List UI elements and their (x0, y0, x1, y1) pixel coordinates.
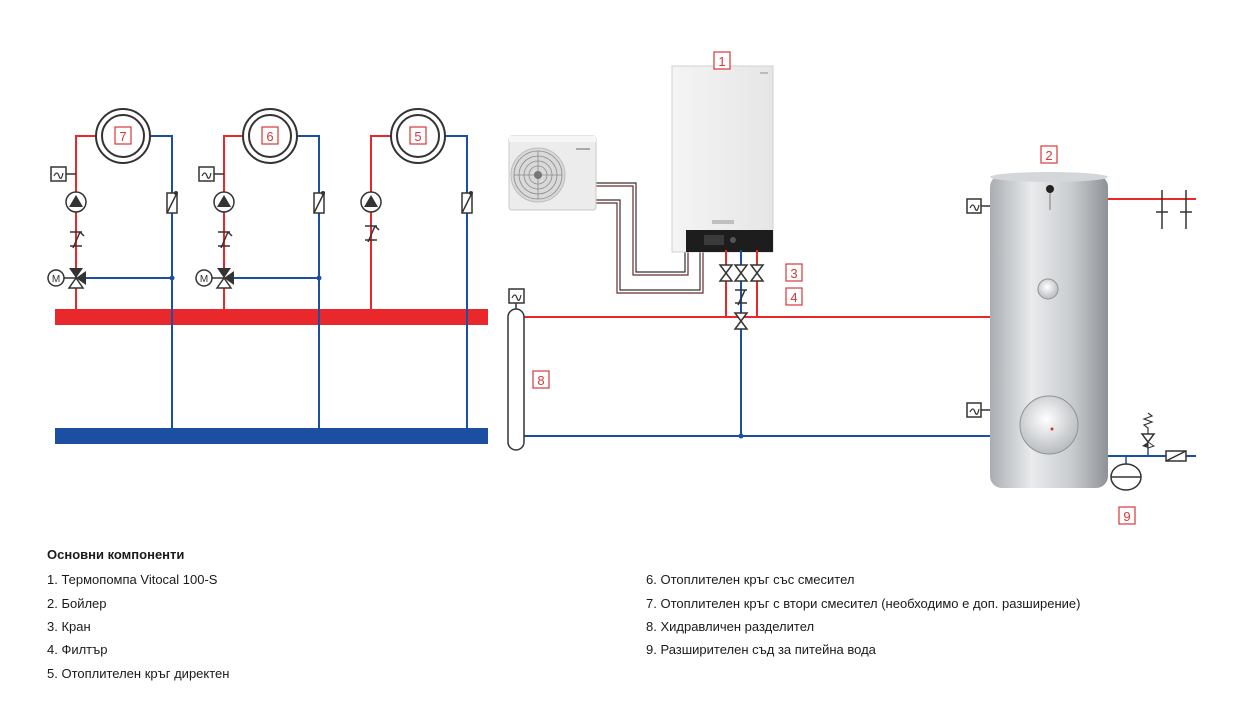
tag-2: 2 (1045, 148, 1052, 163)
tag-6: 6 (266, 129, 273, 144)
legend-item-1: 1. Термопомпа Vitocal 100-S (47, 572, 218, 587)
heating-circuit-5: 5 (360, 108, 473, 436)
legend-item-4: 4. Филтър (47, 642, 108, 657)
motor-label-left: M (52, 274, 60, 285)
tag-3: 3 (790, 266, 797, 281)
outdoor-unit (508, 135, 704, 294)
tag-9: 9 (1123, 509, 1130, 524)
heat-pump-indoor-unit: 1 (671, 51, 774, 253)
legend-item-9: 9. Разширителен съд за питейна вода (646, 642, 876, 657)
legend-item-2: 2. Бойлер (47, 596, 107, 611)
legend-item-3: 3. Кран (47, 619, 91, 634)
boiler-tank: 2 (966, 145, 1196, 488)
heating-circuit-6: M 6 (195, 108, 325, 436)
return-header-bar (55, 428, 488, 444)
tag-1: 1 (718, 54, 725, 69)
legend-item-8: 8. Хидравличен разделител (646, 619, 815, 634)
tag-4: 4 (790, 290, 797, 305)
heating-circuit-7: M 7 (47, 108, 178, 436)
motor-label-mid: M (200, 274, 208, 285)
legend-title: Основни компоненти (47, 547, 185, 562)
hydraulic-separator: 8 (507, 288, 990, 451)
legend-item-6: 6. Отоплителен кръг със смесител (646, 572, 855, 587)
tag-7: 7 (119, 129, 126, 144)
supply-header-bar (55, 309, 488, 325)
tag-8: 8 (537, 373, 544, 388)
legend-item-5: 5. Отоплителен кръг директен (47, 666, 230, 681)
expansion-vessel: 9 (1110, 412, 1187, 525)
valve-group: 3 4 (718, 250, 803, 439)
tag-5: 5 (414, 129, 421, 144)
legend-item-7: 7. Отоплителен кръг с втори смесител (не… (646, 596, 1081, 611)
